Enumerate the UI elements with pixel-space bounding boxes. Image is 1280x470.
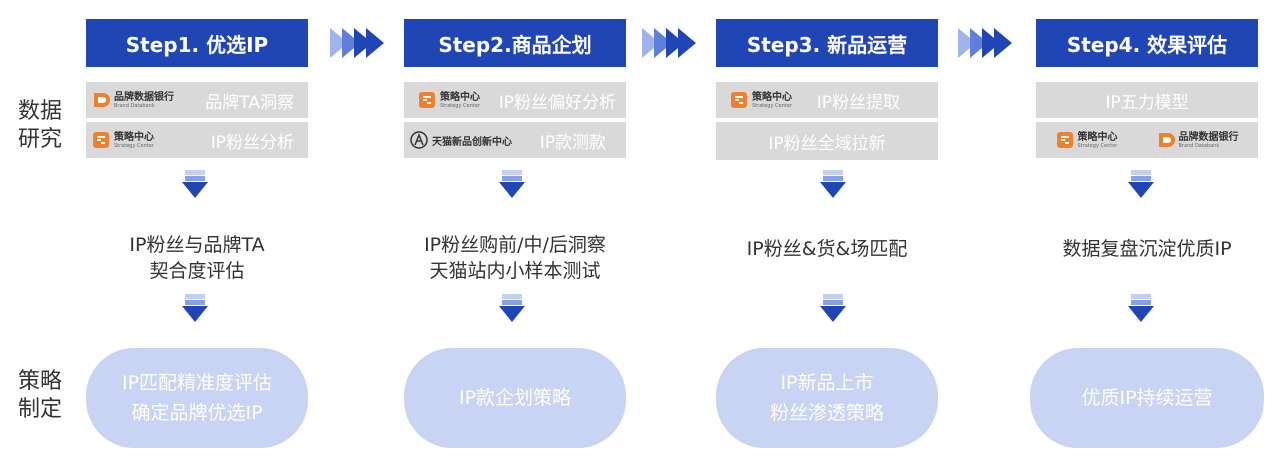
tmall-innovation-icon bbox=[410, 131, 428, 149]
row-label: IP粉丝分析 bbox=[210, 132, 294, 153]
down-arrow-icon bbox=[182, 170, 208, 198]
step1-header: Step1. 优选IP bbox=[86, 19, 308, 67]
step1-middle-text: IP粉丝与品牌TA 契合度评估 bbox=[129, 234, 265, 282]
side-label-strategy: 策略制定 bbox=[18, 369, 63, 422]
triple-chevron-icon bbox=[330, 28, 384, 58]
step2-middle-text: IP粉丝购前/中/后洞察 天猫站内小样本测试 bbox=[424, 234, 606, 282]
down-arrow-icon bbox=[1128, 170, 1154, 198]
orange-mark-icon bbox=[94, 93, 110, 107]
triple-chevron-icon bbox=[958, 28, 1012, 58]
step4-header: Step4. 效果评估 bbox=[1036, 19, 1258, 67]
step3-middle-text: IP粉丝&货&场匹配 bbox=[746, 238, 908, 260]
down-arrow-icon bbox=[499, 170, 525, 198]
step4-row-1: IP五力模型 bbox=[1036, 82, 1258, 118]
side-label-research: 数据研究 bbox=[18, 99, 63, 152]
down-arrow-icon bbox=[820, 170, 846, 198]
step3-strategy-pill: IP新品上市粉丝渗透策略 bbox=[716, 348, 938, 448]
orange-mark-icon bbox=[93, 132, 109, 148]
step2-strategy-pill: IP款企划策略 bbox=[404, 348, 626, 448]
down-arrow-icon bbox=[1128, 294, 1154, 322]
step3-header: Step3. 新品运营 bbox=[716, 19, 938, 67]
orange-mark-icon bbox=[1056, 132, 1073, 148]
row-label: IP款测款 bbox=[539, 132, 606, 153]
down-arrow-icon bbox=[182, 294, 208, 322]
step2-row-2: 天猫新品创新中心 IP款测款 bbox=[404, 122, 626, 158]
step1-strategy-pill: IP匹配精准度评估确定品牌优选IP bbox=[86, 348, 308, 448]
orange-mark-icon bbox=[1158, 133, 1175, 147]
step4-middle-text: 数据复盘沉淀优质IP bbox=[1062, 238, 1232, 260]
step2-header: Step2.商品企划 bbox=[404, 19, 626, 67]
row-label: IP粉丝全域拉新 bbox=[768, 133, 886, 154]
row-label: IP五力模型 bbox=[1105, 92, 1189, 113]
orange-mark-icon bbox=[731, 92, 747, 108]
tmall-innovation-logo: 天猫新品创新中心 bbox=[410, 131, 512, 149]
row-label: 品牌TA洞察 bbox=[205, 92, 294, 113]
down-arrow-icon bbox=[499, 294, 525, 322]
step4-strategy-pill: 优质IP持续运营 bbox=[1030, 348, 1264, 448]
orange-mark-icon bbox=[419, 92, 435, 108]
down-arrow-icon bbox=[820, 294, 846, 322]
row-label: IP粉丝偏好分析 bbox=[498, 92, 616, 113]
triple-chevron-icon bbox=[642, 28, 696, 58]
step3-row-2: IP粉丝全域拉新 bbox=[716, 122, 938, 160]
row-label: IP粉丝提取 bbox=[816, 92, 900, 113]
